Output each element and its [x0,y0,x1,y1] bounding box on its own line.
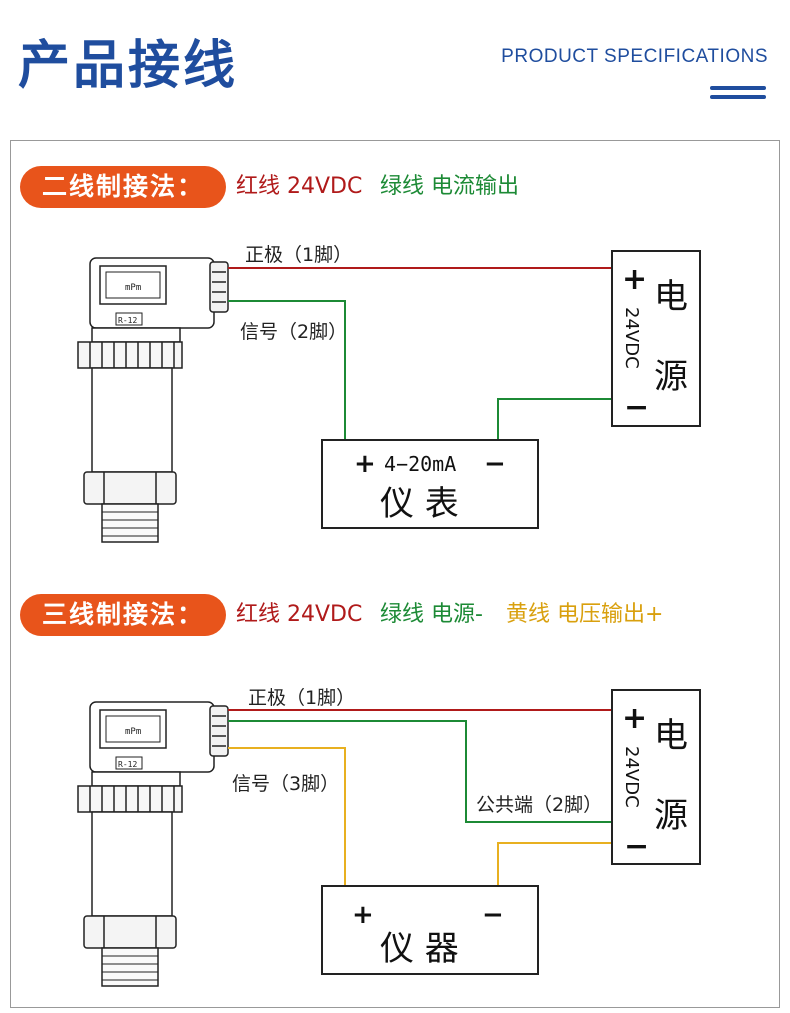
power-label-char-1: 电 [654,277,688,317]
sensor-code-text: R-12 [118,316,137,325]
power-label-char-2: 源 [654,357,688,397]
power-minus: − [624,829,649,864]
meter-range: 4−20mA [384,452,456,476]
three-wire-positive-label: 正极（1脚） [248,687,356,709]
power-label-char-1: 电 [654,716,688,756]
meter-name: 仪 表 [380,484,459,524]
meter-plus: + [354,449,376,479]
green-wire-return [497,398,612,440]
yellow-wire-return [497,842,612,886]
diagram-frame [10,140,780,1008]
power-minus: − [624,390,649,425]
page-subtitle: PRODUCT SPECIFICATIONS [501,46,768,67]
instrument-plus: + [352,900,374,930]
instrument-box [321,885,539,975]
yellow-wire-signal [228,747,346,886]
three-wire-signal-label: 信号（3脚） [232,773,340,795]
sensor-model-text: mPm [125,727,141,737]
sensor-model-text: mPm [125,283,141,293]
instrument-minus: − [482,900,504,930]
page-title: 产品接线 [18,36,239,96]
three-wire-yellow-desc: 黄线 电压输出+ [506,602,664,627]
power-plus: + [622,701,647,736]
two-wire-positive-label: 正极（1脚） [245,244,353,266]
instrument-name: 仪 器 [380,929,459,969]
title-decoration-bar [710,86,766,90]
meter-box [321,439,539,529]
power-voltage: 24VDC [621,746,642,808]
two-wire-signal-label: 信号（2脚） [240,321,348,343]
title-decoration-bar [710,95,766,99]
meter-minus: − [484,449,506,479]
power-voltage: 24VDC [621,307,642,369]
two-wire-method-badge: 二线制接法： [20,166,227,208]
green-wire-common [228,720,612,823]
power-label-char-2: 源 [654,796,688,836]
green-wire-signal [228,300,346,440]
pressure-sensor-icon [77,257,229,543]
sensor-code-text: R-12 [118,760,137,769]
power-supply-box [611,689,701,865]
pressure-sensor-icon [77,701,229,987]
three-wire-method-badge: 三线制接法： [20,594,227,636]
three-wire-common-label: 公共端（2脚） [476,794,603,816]
power-supply-box [611,250,701,427]
two-wire-green-desc: 绿线 电流输出 [380,174,519,199]
three-wire-green-desc: 绿线 电源- [380,602,483,627]
two-wire-red-desc: 红线 24VDC [236,174,363,199]
three-wire-red-desc: 红线 24VDC [236,602,363,627]
power-plus: + [622,262,647,297]
